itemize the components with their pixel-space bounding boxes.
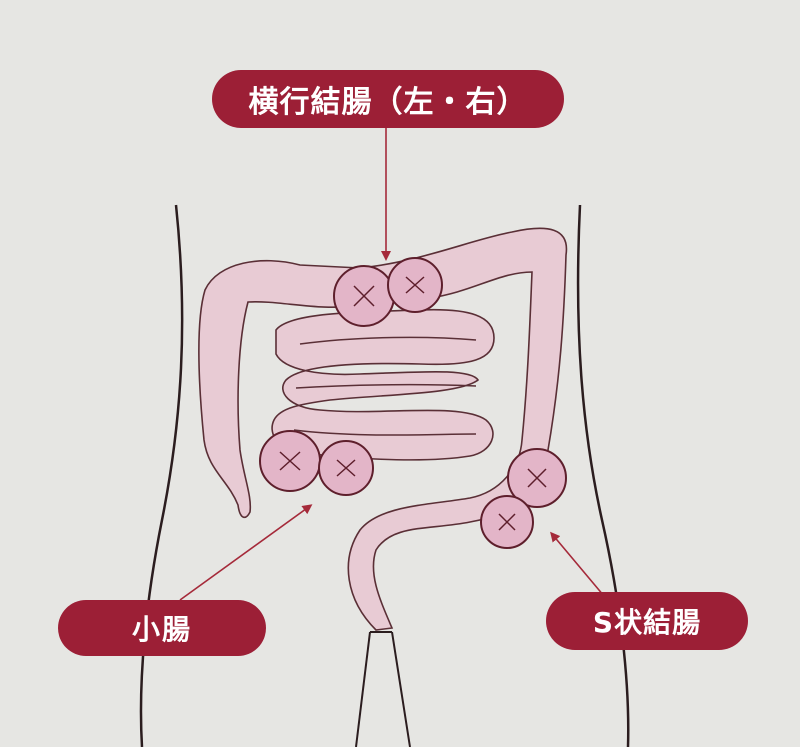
arrow-sigmoid (550, 531, 605, 597)
rectum (355, 631, 411, 747)
label-small-intestine: 小腸 (58, 600, 266, 656)
label-transverse-colon: 横行結腸（左・右） (212, 70, 564, 128)
rectum-right (391, 631, 411, 747)
marker-circle (259, 430, 321, 492)
body-outline (139, 204, 630, 747)
arrow-small-intestine (179, 504, 313, 601)
marker-circle (507, 448, 567, 508)
marker-circle (333, 265, 395, 327)
pointer-arrows (179, 128, 605, 601)
marker-group-sigmoid (480, 448, 567, 549)
marker-circle (387, 257, 443, 313)
small-intestine-fold-3 (293, 429, 477, 436)
rectum-left (355, 631, 371, 747)
small-intestine (271, 308, 495, 461)
small-intestine-fold-2 (295, 383, 477, 389)
label-sigmoid-colon: S状結腸 (546, 592, 748, 650)
marker-group-small-intestine (259, 430, 374, 496)
marker-circle (318, 440, 374, 496)
body-right-edge (576, 204, 630, 747)
marker-circle (480, 495, 534, 549)
marker-group-transverse (333, 257, 443, 327)
body-left-edge (139, 204, 184, 747)
small-intestine-fold-1 (299, 336, 477, 345)
colon (198, 227, 568, 631)
